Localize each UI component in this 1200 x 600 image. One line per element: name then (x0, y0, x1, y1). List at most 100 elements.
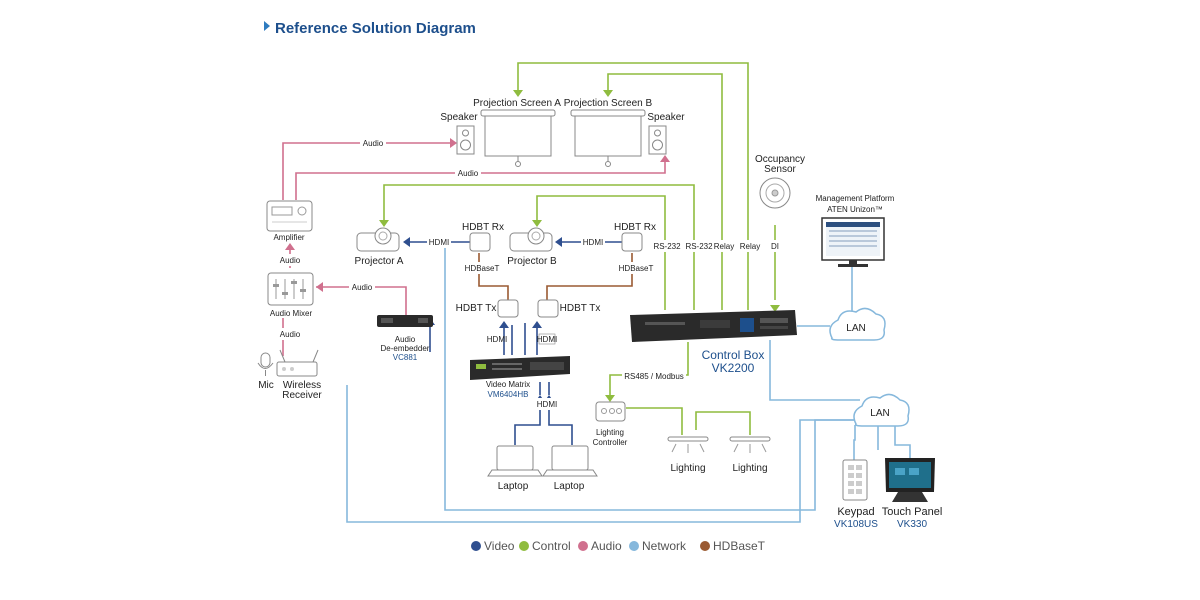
legend-network-swatch (629, 541, 639, 551)
lan-cloud-2-icon (853, 393, 910, 427)
lighting-controller-label-2: Controller (593, 438, 628, 447)
audio-mixer-label: Audio Mixer (270, 309, 313, 318)
rs232-2-label: RS-232 (685, 242, 713, 251)
occupancy-sensor-icon (759, 177, 791, 209)
speaker-left-icon (456, 125, 475, 155)
amplifier-label: Amplifier (273, 233, 304, 242)
wireless-receiver-icon (276, 349, 319, 377)
light-fixture-1-icon (667, 436, 709, 453)
audio-mixer-deemb-label: Audio (352, 283, 373, 292)
hdbaset-a-label: HDBaseT (465, 264, 500, 273)
hdbt-tx-b-icon (537, 299, 559, 318)
laptop-1-icon (487, 445, 543, 477)
wireless-label-2: Receiver (282, 390, 322, 401)
lan-cloud-1-icon (829, 307, 886, 341)
hdbt-rx-a-label: HDBT Rx (462, 222, 504, 233)
control-box-model: VK2200 (712, 361, 755, 375)
projection-screen-b-label: Projection Screen B (564, 98, 653, 109)
occupancy-sensor-label-1: Occupancy (755, 154, 805, 165)
audio-mixer-icon (267, 272, 314, 306)
legend-hdbaset-swatch (700, 541, 710, 551)
legend-audio-swatch (578, 541, 588, 551)
wireless-label-1: Wireless (283, 380, 321, 391)
touch-panel-icon (885, 458, 935, 502)
mic-icon (257, 352, 274, 376)
legend-network-label: Network (642, 539, 687, 553)
rs232-1-label: RS-232 (653, 242, 681, 251)
video-matrix-model: VM6404HB (488, 390, 529, 399)
projector-a-label: Projector A (355, 256, 404, 267)
legend-hdbaset-label: HDBaseT (713, 539, 766, 553)
lan-1-label: LAN (846, 323, 865, 334)
audio-mid-label: Audio (458, 169, 479, 178)
speaker-left-label: Speaker (440, 112, 478, 123)
projector-a-icon (356, 227, 400, 252)
lighting-2-label: Lighting (732, 463, 767, 474)
hdbt-tx-a-icon (497, 299, 519, 318)
speaker-right-label: Speaker (647, 112, 685, 123)
legend-audio-label: Audio (591, 539, 622, 553)
video-matrix-device (470, 356, 570, 380)
hdmi-b-label: HDMI (583, 238, 603, 247)
touch-panel-model: VK330 (897, 519, 927, 530)
light-fixture-2-icon (729, 436, 771, 453)
audio-top-label: Audio (363, 139, 384, 148)
legend-video-label: Video (484, 539, 515, 553)
relay-1-label: Relay (714, 242, 734, 251)
hdmi-deemb-label: HDMI (487, 335, 507, 344)
hdbt-tx-b-label: HDBT Tx (560, 303, 601, 314)
projection-screen-a (480, 109, 556, 167)
touch-panel-label: Touch Panel (882, 506, 943, 518)
keypad-label: Keypad (837, 506, 874, 518)
speaker-right-icon (648, 125, 667, 155)
diagram-title: Reference Solution Diagram (275, 20, 476, 37)
legend-video-swatch (471, 541, 481, 551)
relay-2-label: Relay (740, 242, 760, 251)
legend-control-swatch (519, 541, 529, 551)
audio-amp-mixer-label: Audio (280, 256, 301, 265)
hdmi-laptops-label: HDMI (537, 400, 557, 409)
amplifier-icon (266, 200, 313, 232)
control-box-label: Control Box (702, 348, 765, 362)
legend-control-label: Control (532, 539, 571, 553)
deembedder-label-2: De-embedder (381, 344, 430, 353)
hdmi-a-label: HDMI (429, 238, 449, 247)
mic-label: Mic (258, 380, 274, 391)
laptop-1-label: Laptop (498, 481, 529, 492)
deembedder-model: VC881 (393, 353, 418, 362)
projection-screen-a-label: Projection Screen A (473, 98, 561, 109)
connection-labels: Audio Audio Audio Audio Audio HDMI HDMI … (278, 137, 782, 410)
projection-screen-b (570, 109, 646, 167)
hdbaset-b-label: HDBaseT (619, 264, 654, 273)
title-arrow-icon (264, 21, 270, 31)
keypad-model: VK108US (834, 519, 878, 530)
video-wires (405, 241, 622, 445)
hdbt-rx-a-icon (469, 232, 491, 252)
video-matrix-label: Video Matrix (486, 380, 530, 389)
lighting-controller-label-1: Lighting (596, 428, 624, 437)
rs485-label: RS485 / Modbus (624, 372, 684, 381)
projector-b-label: Projector B (507, 256, 557, 267)
network-wires (346, 245, 911, 523)
hdbt-tx-a-label: HDBT Tx (456, 303, 497, 314)
projector-b-icon (509, 227, 553, 252)
keypad-icon (842, 459, 868, 501)
hdbt-rx-b-icon (621, 232, 643, 252)
lighting-controller-icon (595, 401, 626, 422)
laptop-2-label: Laptop (554, 481, 585, 492)
mgmt-platform-label-1: Management Platform (816, 194, 895, 203)
control-box-device (630, 310, 797, 342)
audio-deembedder-device (377, 315, 433, 327)
mgmt-platform-label-2: ATEN Unizon™ (827, 205, 883, 214)
laptop-2-icon (542, 445, 598, 477)
deembedder-label-1: Audio (395, 335, 416, 344)
di-label: DI (771, 242, 779, 251)
hdmi-tx-b-label: HDMI (537, 335, 557, 344)
lighting-1-label: Lighting (670, 463, 705, 474)
hdbt-rx-b-label: HDBT Rx (614, 222, 656, 233)
monitor-icon (821, 217, 885, 267)
occupancy-sensor-label-2: Sensor (764, 164, 796, 175)
legend: Video Control Audio Network HDBaseT (471, 539, 766, 553)
lan-2-label: LAN (870, 408, 889, 419)
